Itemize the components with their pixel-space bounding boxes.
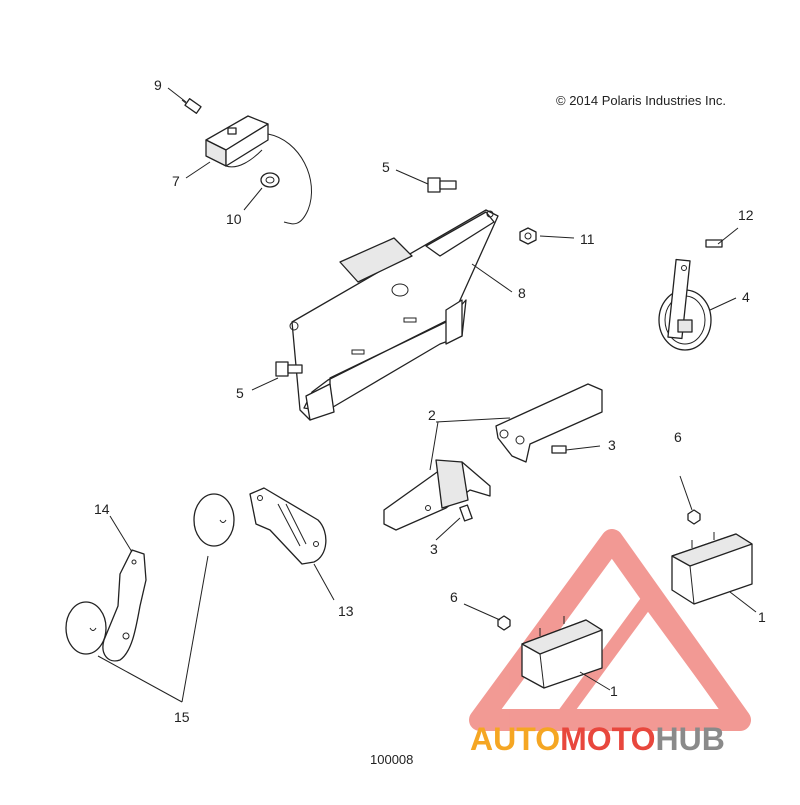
- part-13-reflector-bracket: [249, 487, 327, 565]
- callout-6-upper: 6: [674, 429, 682, 445]
- part-5-bolt-lower: [275, 361, 303, 377]
- part-2-brackets: [383, 383, 603, 531]
- part-3-screws: [459, 445, 567, 522]
- callout-15: 15: [174, 709, 190, 725]
- part-8-bracket: [289, 209, 499, 421]
- callout-10: 10: [226, 211, 242, 227]
- callout-13: 13: [338, 603, 354, 619]
- drawing-number: 100008: [370, 752, 413, 767]
- callout-14: 14: [94, 501, 110, 517]
- callout-8: 8: [518, 285, 526, 301]
- part-1-light-lower: [521, 616, 603, 689]
- part-1-light-upper: [671, 532, 753, 605]
- callout-3-right: 3: [608, 437, 616, 453]
- part-11-nut: [519, 227, 537, 245]
- part-9-screw: [181, 98, 202, 114]
- part-10-washer: [260, 172, 280, 188]
- part-6-nuts: [497, 509, 701, 631]
- callout-11: 11: [580, 231, 595, 247]
- leader-lines: [97, 87, 757, 703]
- callout-5-top: 5: [382, 159, 390, 175]
- watermark-hub: HUB: [655, 721, 724, 757]
- callout-6-lower: 6: [450, 589, 458, 605]
- part-14-reflector-bracket: [102, 549, 147, 662]
- watermark-auto: AUTO: [470, 721, 560, 757]
- callout-1-lower: 1: [610, 683, 618, 699]
- callout-2: 2: [428, 407, 436, 423]
- part-5-bolt-top: [427, 177, 457, 193]
- callout-12: 12: [738, 207, 754, 223]
- watermark-wordmark: AUTOMOTOHUB: [470, 721, 725, 757]
- watermark-moto: MOTO: [560, 721, 655, 757]
- watermark-logo: [469, 529, 751, 731]
- part-4-horn: [658, 258, 712, 351]
- part-15-reflectors: [65, 493, 235, 655]
- part-7-module: [205, 115, 312, 225]
- callout-9: 9: [154, 77, 162, 93]
- callout-7: 7: [172, 173, 180, 189]
- callout-4: 4: [742, 289, 750, 305]
- callout-1-upper: 1: [758, 609, 766, 625]
- copyright-notice: © 2014 Polaris Industries Inc.: [556, 93, 726, 108]
- callout-3-left: 3: [430, 541, 438, 557]
- callout-numbers: 9 7 10 5 8 11 12 4 5 2 3 3 6 6 1 1 13 14…: [94, 77, 766, 725]
- callout-5-lower: 5: [236, 385, 244, 401]
- part-12-screw: [705, 239, 723, 248]
